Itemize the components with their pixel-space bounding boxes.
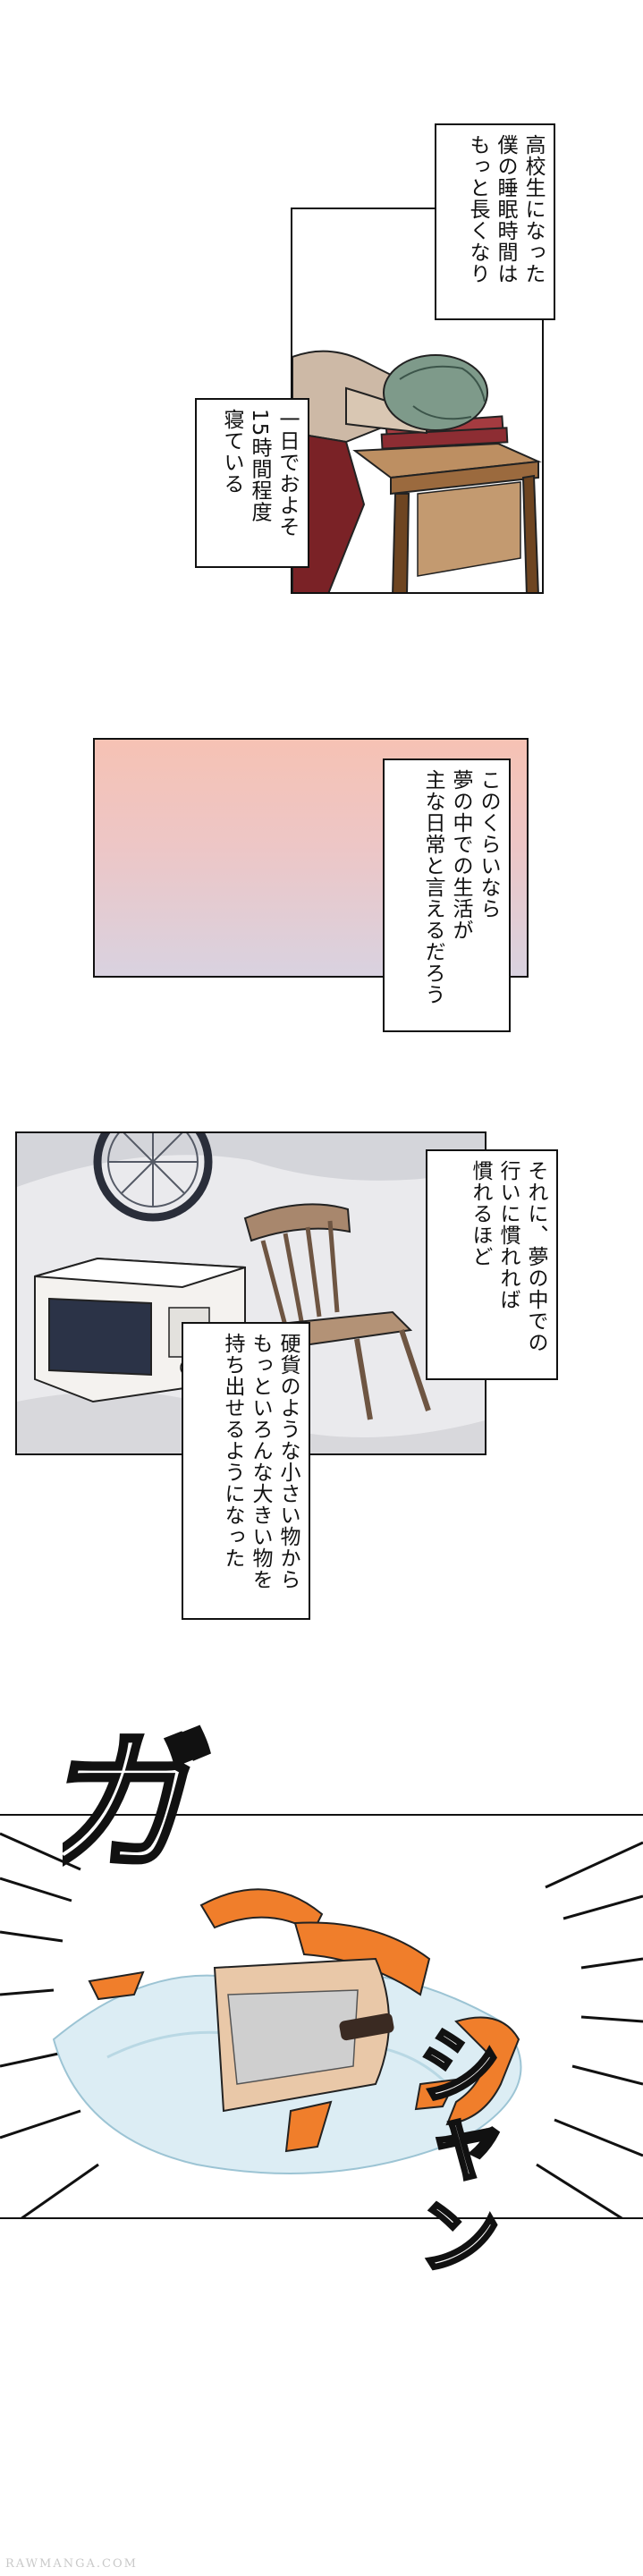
caption-line: 15時間程度: [248, 409, 271, 523]
caption-line: このくらいなら: [477, 769, 500, 919]
sfx-shan: シャン: [385, 2012, 519, 2326]
caption-line: 行いに慣れれば: [496, 1160, 520, 1310]
sfx-ga: ガ: [30, 1704, 268, 1894]
caption-line: 主な日常と言えるだろう: [421, 769, 444, 1005]
caption-line: 高校生になった: [521, 134, 545, 284]
sfx-shan-text: シャン: [402, 2021, 501, 2276]
caption-sleep-hours: 高校生になった 僕の睡眠時間は もっと長くなり: [435, 123, 555, 320]
caption-line: 慣れるほど: [469, 1160, 492, 1267]
caption-line: もっと長くなり: [466, 134, 489, 284]
caption-dream-life: このくらいなら 夢の中での生活が 主な日常と言えるだろう: [383, 758, 511, 1032]
watermark: RAWMANGA.COM: [5, 2557, 138, 2571]
caption-line: 持ち出せるようになった: [221, 1333, 244, 1569]
crash-illustration: [0, 1816, 643, 2217]
sfx-ga-text: ガ: [63, 1715, 221, 1883]
caption-line: もっといろんな大きい物を: [249, 1333, 272, 1590]
caption-getting-used: それに、夢の中での 行いに慣れれば 慣れるほど: [426, 1149, 558, 1380]
objects-illustration: [17, 1133, 485, 1453]
panel-sleeping-student: [291, 208, 544, 594]
caption-line: 夢の中での生活が: [449, 769, 472, 941]
sleeping-student-illustration: [292, 209, 542, 592]
caption-line: 一日でおよそ: [275, 409, 299, 538]
panel-crash: [0, 1814, 643, 2219]
caption-bring-objects: 硬貨のような小さい物から もっといろんな大きい物を 持ち出せるようになった: [182, 1322, 310, 1620]
caption-line: それに、夢の中での: [524, 1160, 547, 1353]
caption-fifteen-hours: 一日でおよそ 15時間程度 寝ている: [195, 398, 309, 568]
caption-line: 硬貨のような小さい物から: [276, 1333, 300, 1590]
caption-line: 寝ている: [220, 409, 243, 495]
caption-line: 僕の睡眠時間は: [494, 134, 517, 284]
